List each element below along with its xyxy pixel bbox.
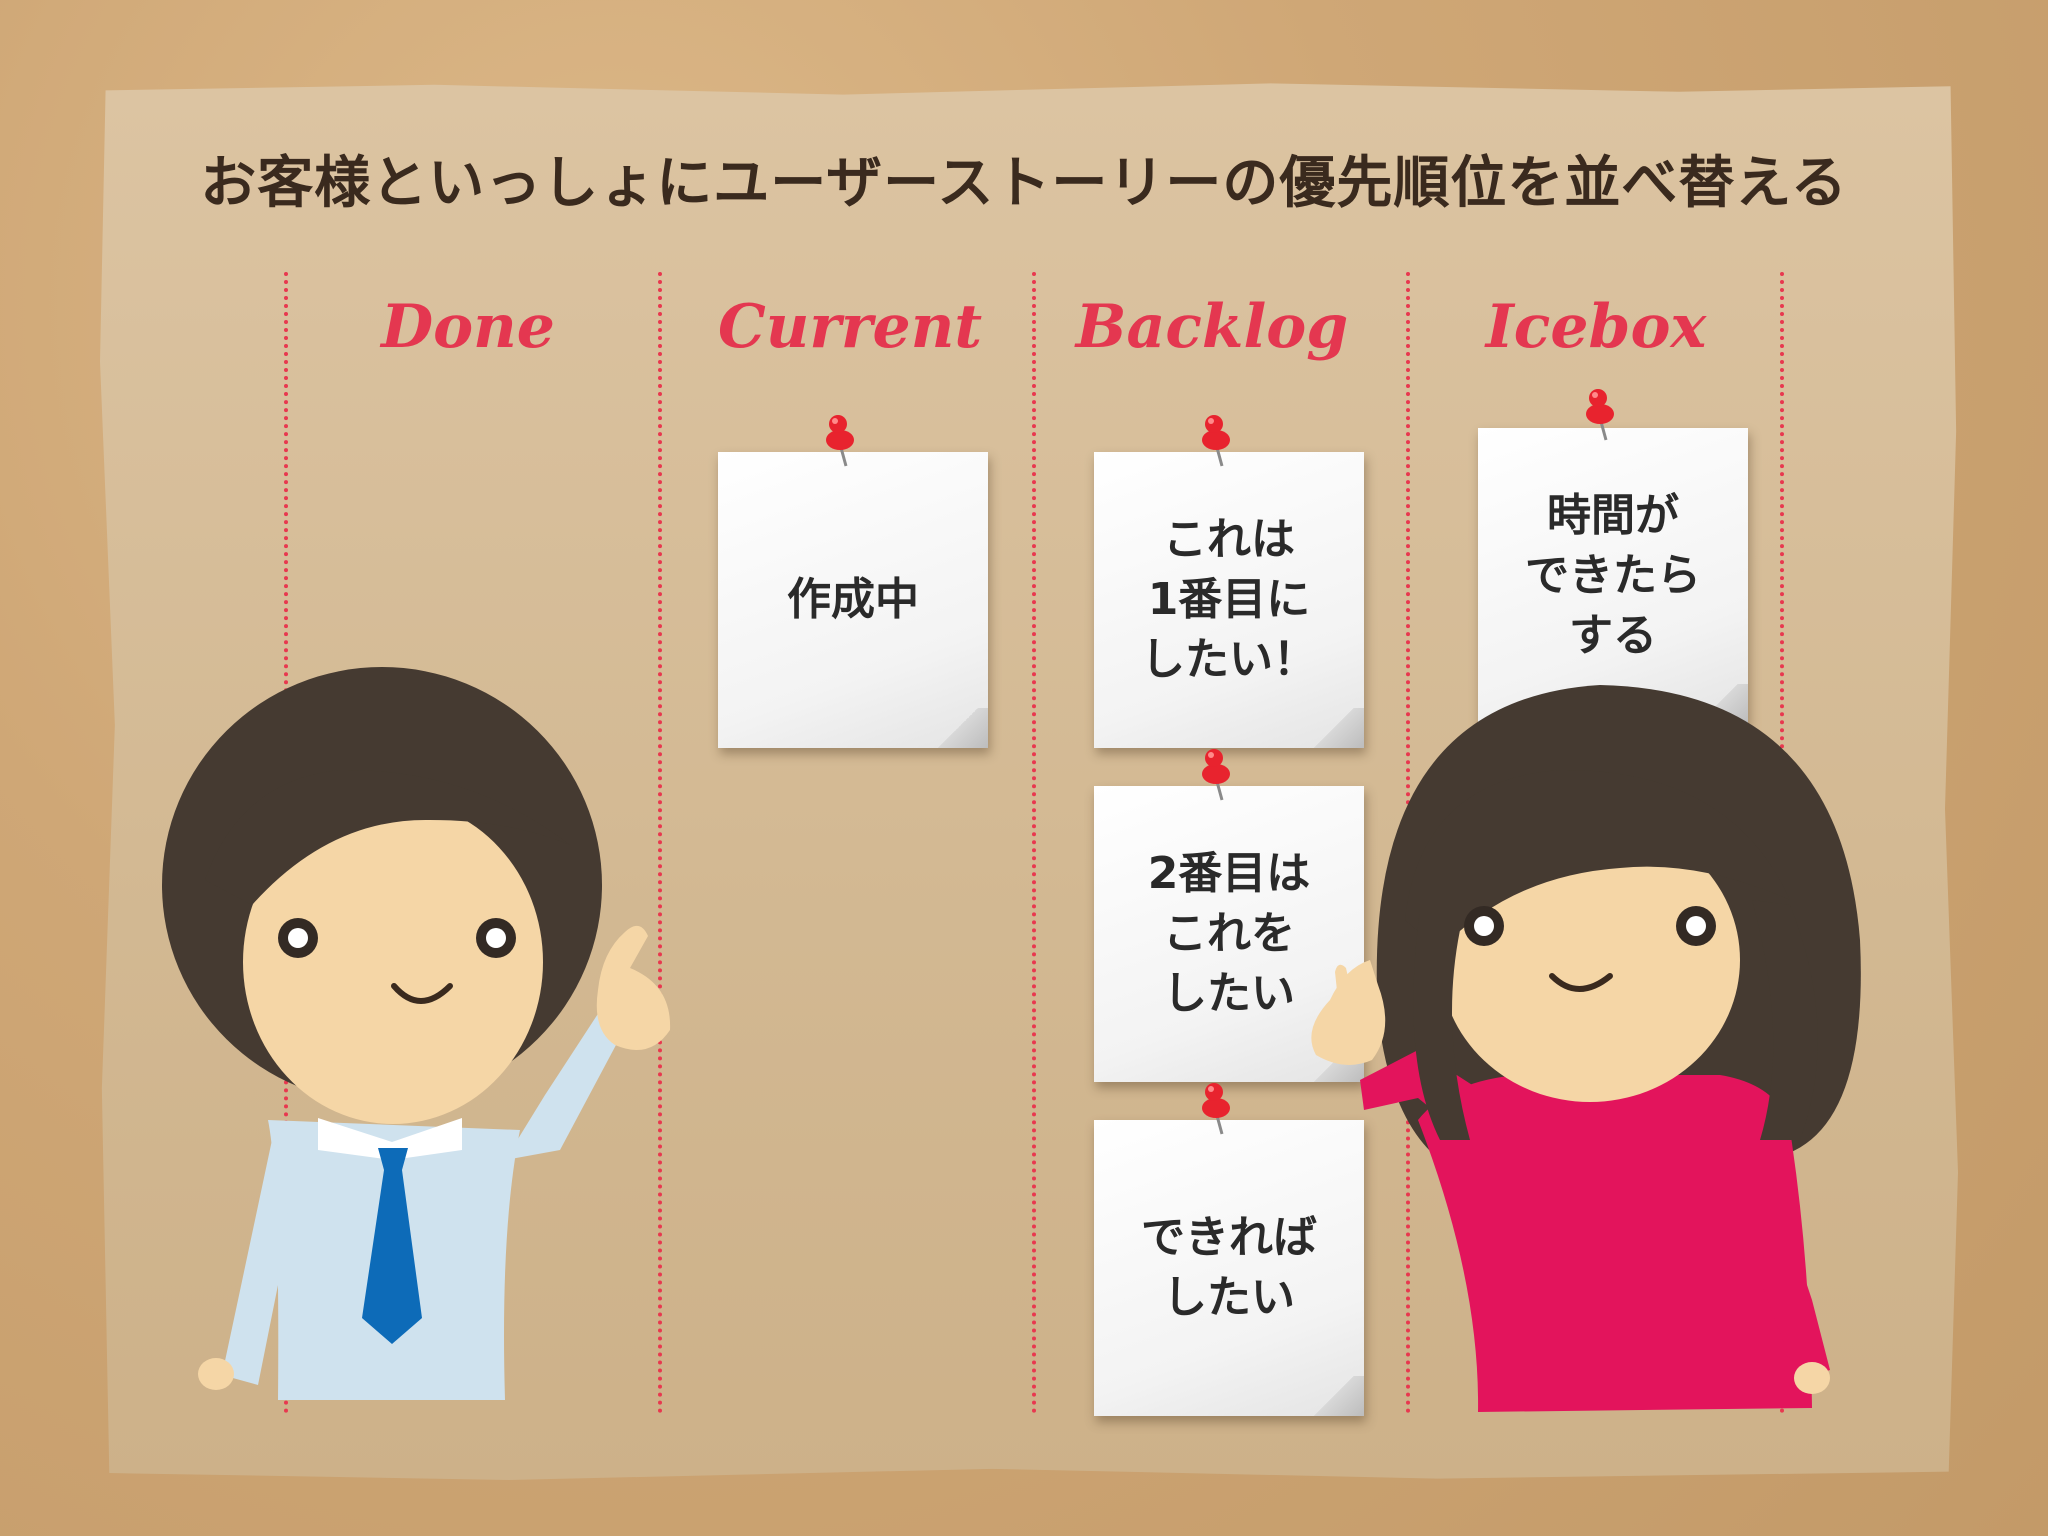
page-curl: [1304, 1376, 1364, 1416]
man-character: [162, 667, 671, 1400]
story-card-text: 作成中: [787, 574, 919, 625]
story-card-current-1[interactable]: 作成中: [718, 452, 988, 748]
push-pin-icon: [1586, 389, 1614, 441]
column-heading-current: Current: [717, 292, 983, 362]
push-pin-icon: [1202, 1083, 1230, 1135]
push-pin-icon: [1202, 749, 1230, 801]
column-heading-done: Done: [381, 292, 555, 362]
page-curl: [1304, 708, 1364, 748]
story-card-backlog-1[interactable]: これは 1番目に したい！: [1094, 452, 1364, 748]
push-pin-icon: [826, 415, 854, 467]
story-card-text: 時間が できたら する: [1525, 490, 1701, 661]
page-title: お客様といっしょにユーザーストーリーの優先順位を並べ替える: [200, 151, 1848, 216]
story-card-text: これは 1番目に したい！: [1141, 514, 1317, 685]
column-heading-backlog: Backlog: [1075, 292, 1349, 362]
story-card-text: 2番目は これを したい: [1147, 848, 1311, 1019]
story-card-backlog-3[interactable]: できれば したい: [1094, 1120, 1364, 1416]
column-divider: [1032, 272, 1036, 1414]
push-pin-icon: [1202, 415, 1230, 467]
column-divider: [658, 272, 662, 1414]
woman-character: [1311, 685, 1861, 1412]
column-heading-icebox: Icebox: [1485, 292, 1707, 362]
page-curl: [928, 708, 988, 748]
story-card-text: できれば したい: [1141, 1212, 1317, 1323]
